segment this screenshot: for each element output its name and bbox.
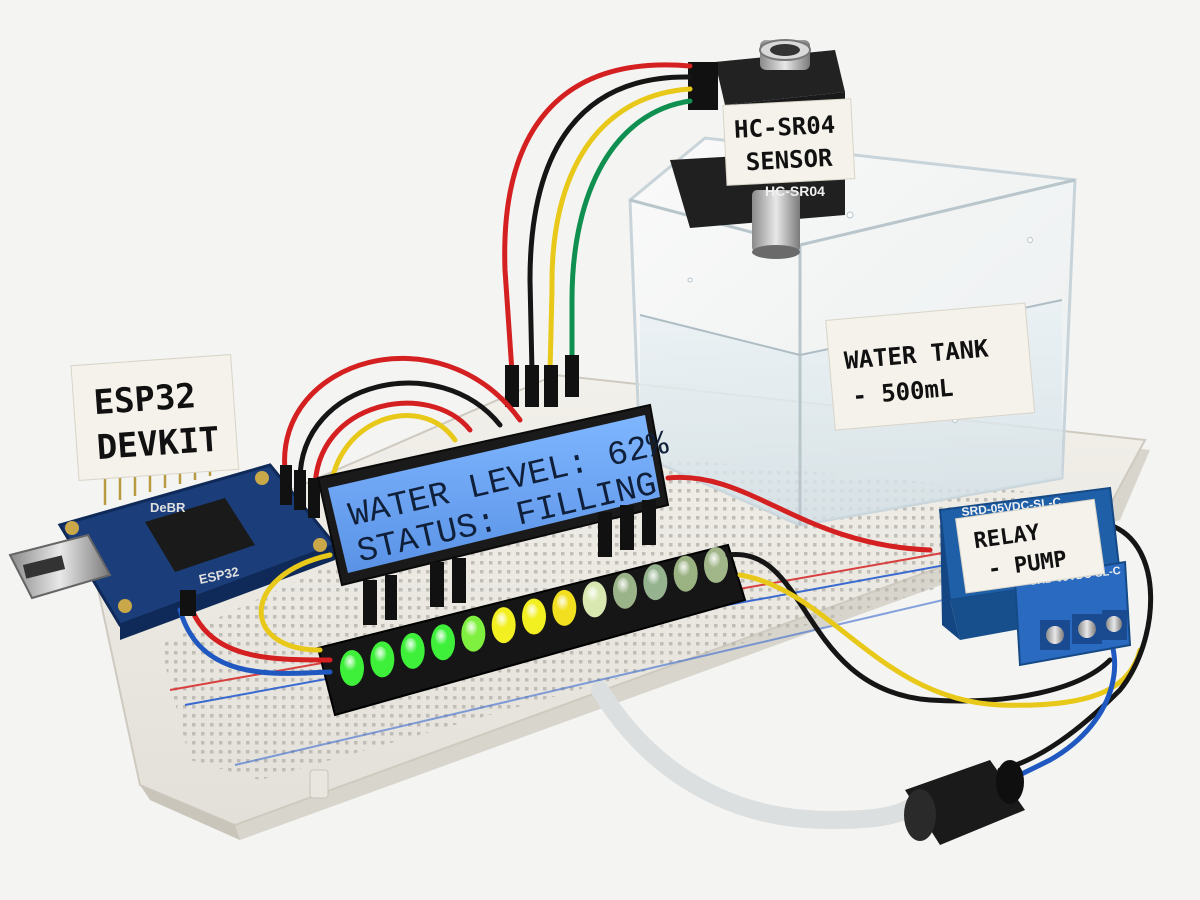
esp32-label-line1: ESP32 [92, 376, 197, 423]
lcd-wires [280, 355, 523, 518]
led-segment [400, 632, 425, 669]
led-bar-graph [316, 543, 747, 717]
relay-module: SRD-05VDC-SL-C SRD-05VDC-SL-C RELAY - PU… [938, 486, 1132, 667]
led-segment [370, 641, 395, 678]
ultrasonic-sensor: HC-SR04 HC-SR04 SENSOR [670, 39, 856, 259]
esp32-tape-label: ESP32 DEVKIT [70, 354, 240, 481]
esp32-logo: DeBR [150, 500, 186, 515]
led-segment [552, 589, 577, 626]
esp32-board: DeBR ESP32 ESP32 DEVKIT [8, 354, 338, 640]
pump-tubing [591, 681, 924, 830]
led-segment [704, 547, 728, 583]
led-segment [582, 581, 607, 618]
led-segment [461, 615, 486, 652]
led-segment [340, 650, 364, 686]
esp32-label-line2: DEVKIT [95, 420, 220, 468]
led-segment [491, 607, 516, 644]
led-segment [673, 555, 698, 592]
sensor-tape-label: HC-SR04 SENSOR [722, 98, 856, 186]
sensor-wires [502, 62, 693, 407]
led-segment [431, 624, 455, 661]
water-pump [904, 760, 1025, 845]
relay-tape-label: RELAY - PUMP [955, 498, 1106, 594]
relay-screw-terminals [1040, 610, 1127, 650]
tank-tape-label: WATER TANK - 500mL [825, 302, 1036, 431]
sensor-print: HC-SR04 [765, 183, 825, 199]
led-segment [522, 598, 546, 635]
sensor-label-line2: SENSOR [745, 144, 834, 177]
led-segment [613, 572, 637, 609]
led-segment [643, 564, 668, 601]
front-wires [177, 474, 1154, 798]
sensor-label-line1: HC-SR04 [733, 111, 835, 144]
